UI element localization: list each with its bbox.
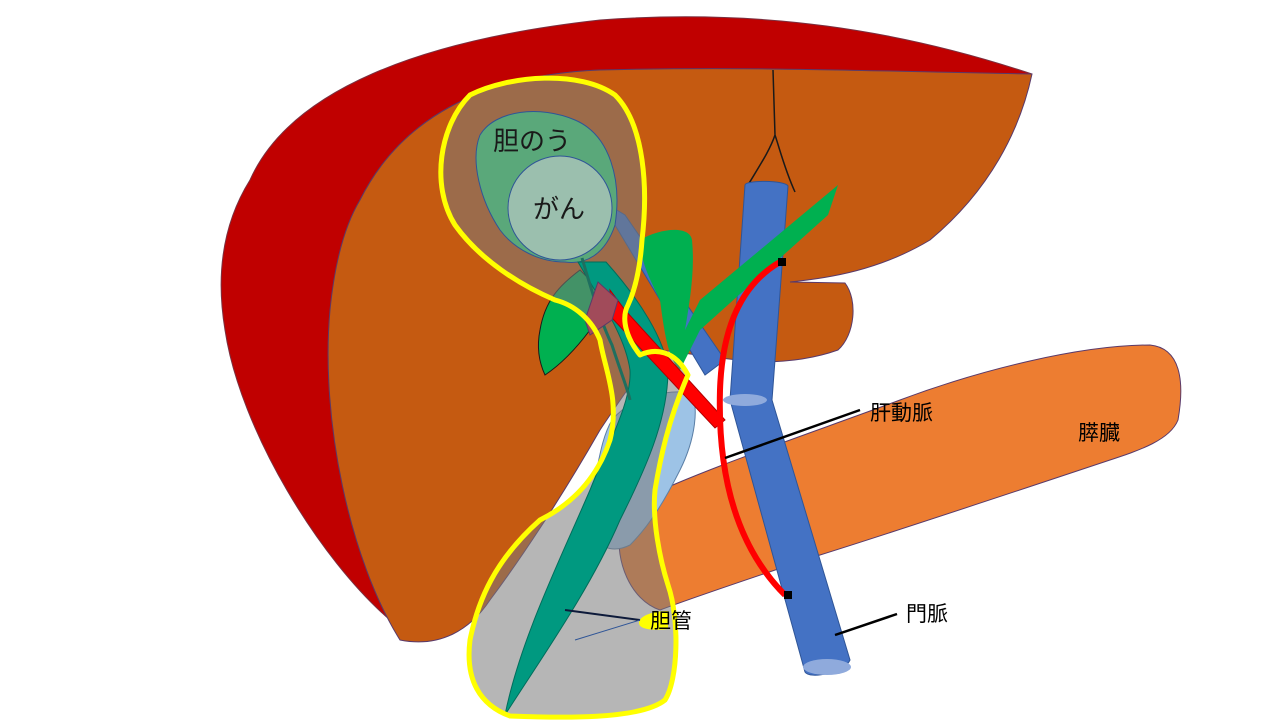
artery-clip-bottom: [784, 591, 792, 599]
portal-vein-label: 門脈: [906, 602, 948, 626]
hepatic-artery-label: 肝動脈: [870, 401, 933, 425]
hepatic-artery-pointer: [724, 408, 861, 460]
gallbladder-label: 胆のう: [493, 127, 571, 157]
pancreas: [618, 344, 1182, 611]
portal-vein: [729, 180, 851, 676]
pancreas-label: 膵臓: [1078, 421, 1120, 445]
cancer-tumor: [507, 155, 613, 261]
hepatic-artery: [716, 259, 788, 598]
bile-duct-label: 胆管: [650, 609, 692, 633]
resection-outline: [438, 75, 691, 720]
portal-vein-end: [803, 659, 851, 675]
hilum-vessel: [584, 281, 619, 336]
resection-region: [440, 78, 688, 718]
cystic-duct: [580, 257, 632, 401]
portal-vein-pointer: [834, 612, 898, 637]
bile-duct-pointer: [564, 609, 641, 621]
resection-notch: [638, 611, 669, 630]
falciform-ligament: [747, 69, 796, 193]
cancer-label: がん: [533, 195, 585, 225]
portal-vein-cut: [723, 394, 767, 406]
artery-clip-top: [778, 258, 786, 266]
bile-branch-right: [640, 185, 838, 370]
bile-duct-pointer-2: [574, 619, 641, 641]
